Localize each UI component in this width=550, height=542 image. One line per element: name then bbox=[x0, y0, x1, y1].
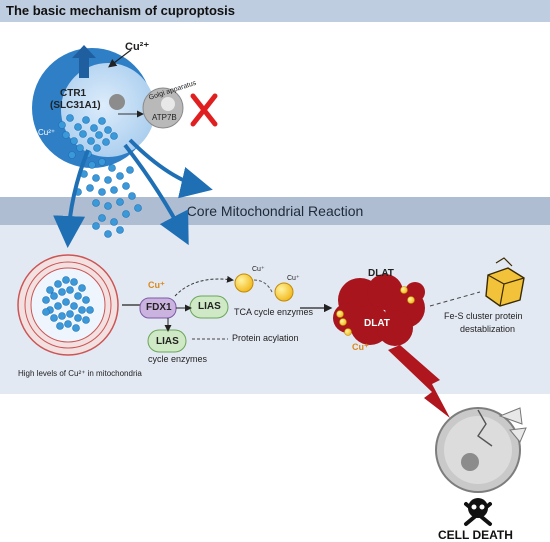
copper-flow-arrows bbox=[53, 138, 213, 248]
skull-icon bbox=[464, 498, 492, 526]
cu-enzyme-1 bbox=[234, 273, 254, 293]
cu-plus-small-2: Cu⁺ bbox=[287, 275, 300, 282]
cu-uptake-arrow bbox=[108, 49, 132, 68]
cu2-top-label: Cu²⁺ bbox=[125, 41, 150, 53]
copper-ions-stream bbox=[74, 158, 142, 238]
dlat-fes-link bbox=[429, 291, 481, 307]
protein-acylation-label: Protein acylation bbox=[232, 333, 299, 343]
mito-caption: High levels of Cu²⁺ in mitochondria bbox=[18, 369, 142, 378]
lias-top-label: LIAS bbox=[198, 301, 221, 312]
cu-to-enzyme-arrow bbox=[174, 275, 234, 297]
dlat-inner-label: DLAT bbox=[364, 318, 390, 329]
fes-label-line1: Fe-S cluster protein bbox=[444, 311, 523, 321]
fe-s-cluster-icon bbox=[485, 257, 525, 307]
cu-enzyme-2 bbox=[274, 282, 294, 302]
death-arrow bbox=[388, 345, 450, 418]
section-title: Core Mitochondrial Reaction bbox=[186, 203, 364, 219]
cell-death-label: CELL DEATH bbox=[438, 528, 513, 542]
cu-plus-small-1: Cu⁺ bbox=[252, 266, 265, 273]
fdx1-label: FDX1 bbox=[146, 302, 172, 313]
slc31a1-label: (SLC31A1) bbox=[50, 100, 101, 111]
enzyme-link bbox=[253, 279, 273, 293]
cu-plus-dlat-label: Cu⁺ bbox=[352, 342, 369, 352]
blocked-x-icon bbox=[190, 93, 218, 127]
cu-cell-label: Cu²⁺ bbox=[38, 128, 56, 137]
cycle-enzymes-label: cycle enzymes bbox=[148, 354, 208, 364]
dead-cell-icon bbox=[435, 407, 527, 493]
tca-label: TCA cycle enzymes bbox=[234, 307, 314, 317]
title-bar: The basic mechanism of cuproptosis bbox=[0, 0, 550, 22]
lias-bottom-label: LIAS bbox=[156, 336, 179, 347]
ctr1-arrow-icon bbox=[72, 45, 96, 78]
atp7b-label: ATP7B bbox=[152, 113, 177, 122]
copper-ions-cell bbox=[58, 114, 118, 159]
cu-plus-label: Cu⁺ bbox=[148, 280, 165, 290]
dlat-copper-dots bbox=[336, 286, 415, 336]
dlat-top-label: DLAT bbox=[368, 268, 394, 279]
golgi-apparatus-icon bbox=[142, 87, 184, 129]
fes-label-line2: destablization bbox=[460, 324, 516, 334]
nucleus-icon bbox=[109, 94, 125, 110]
diagram-title: The basic mechanism of cuproptosis bbox=[6, 3, 235, 18]
copper-ions-mitochondria bbox=[42, 276, 94, 332]
ctr1-label: CTR1 bbox=[60, 88, 87, 99]
panel-header: Core Mitochondrial Reaction bbox=[0, 197, 550, 225]
